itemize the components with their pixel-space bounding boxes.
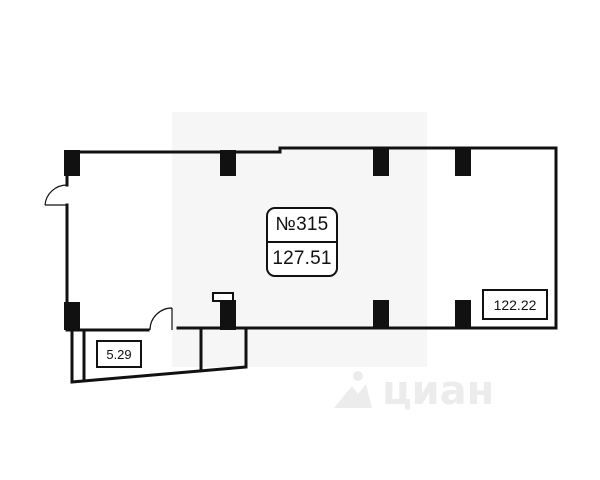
cian-logo-icon [334,371,372,408]
unit-badge-divider [268,241,336,243]
door-arc-bottom [149,307,173,331]
unit-number: №315 [275,214,329,235]
shaft-marker [212,292,234,302]
column [64,150,80,176]
column [455,300,471,328]
column [64,302,80,330]
column [220,150,236,176]
room-area-main: 122.22 [482,289,548,320]
column [455,148,471,176]
unit-area: 127.51 [272,248,332,269]
room-area-small: 5.29 [96,340,142,368]
column [373,300,389,328]
small-room-wall [70,328,248,384]
unit-badge: №315 127.51 [266,207,338,277]
watermark: циан [330,368,494,414]
door-arc-left [44,184,68,206]
column [220,300,236,330]
column [373,148,389,176]
watermark-text: циан [382,368,495,414]
